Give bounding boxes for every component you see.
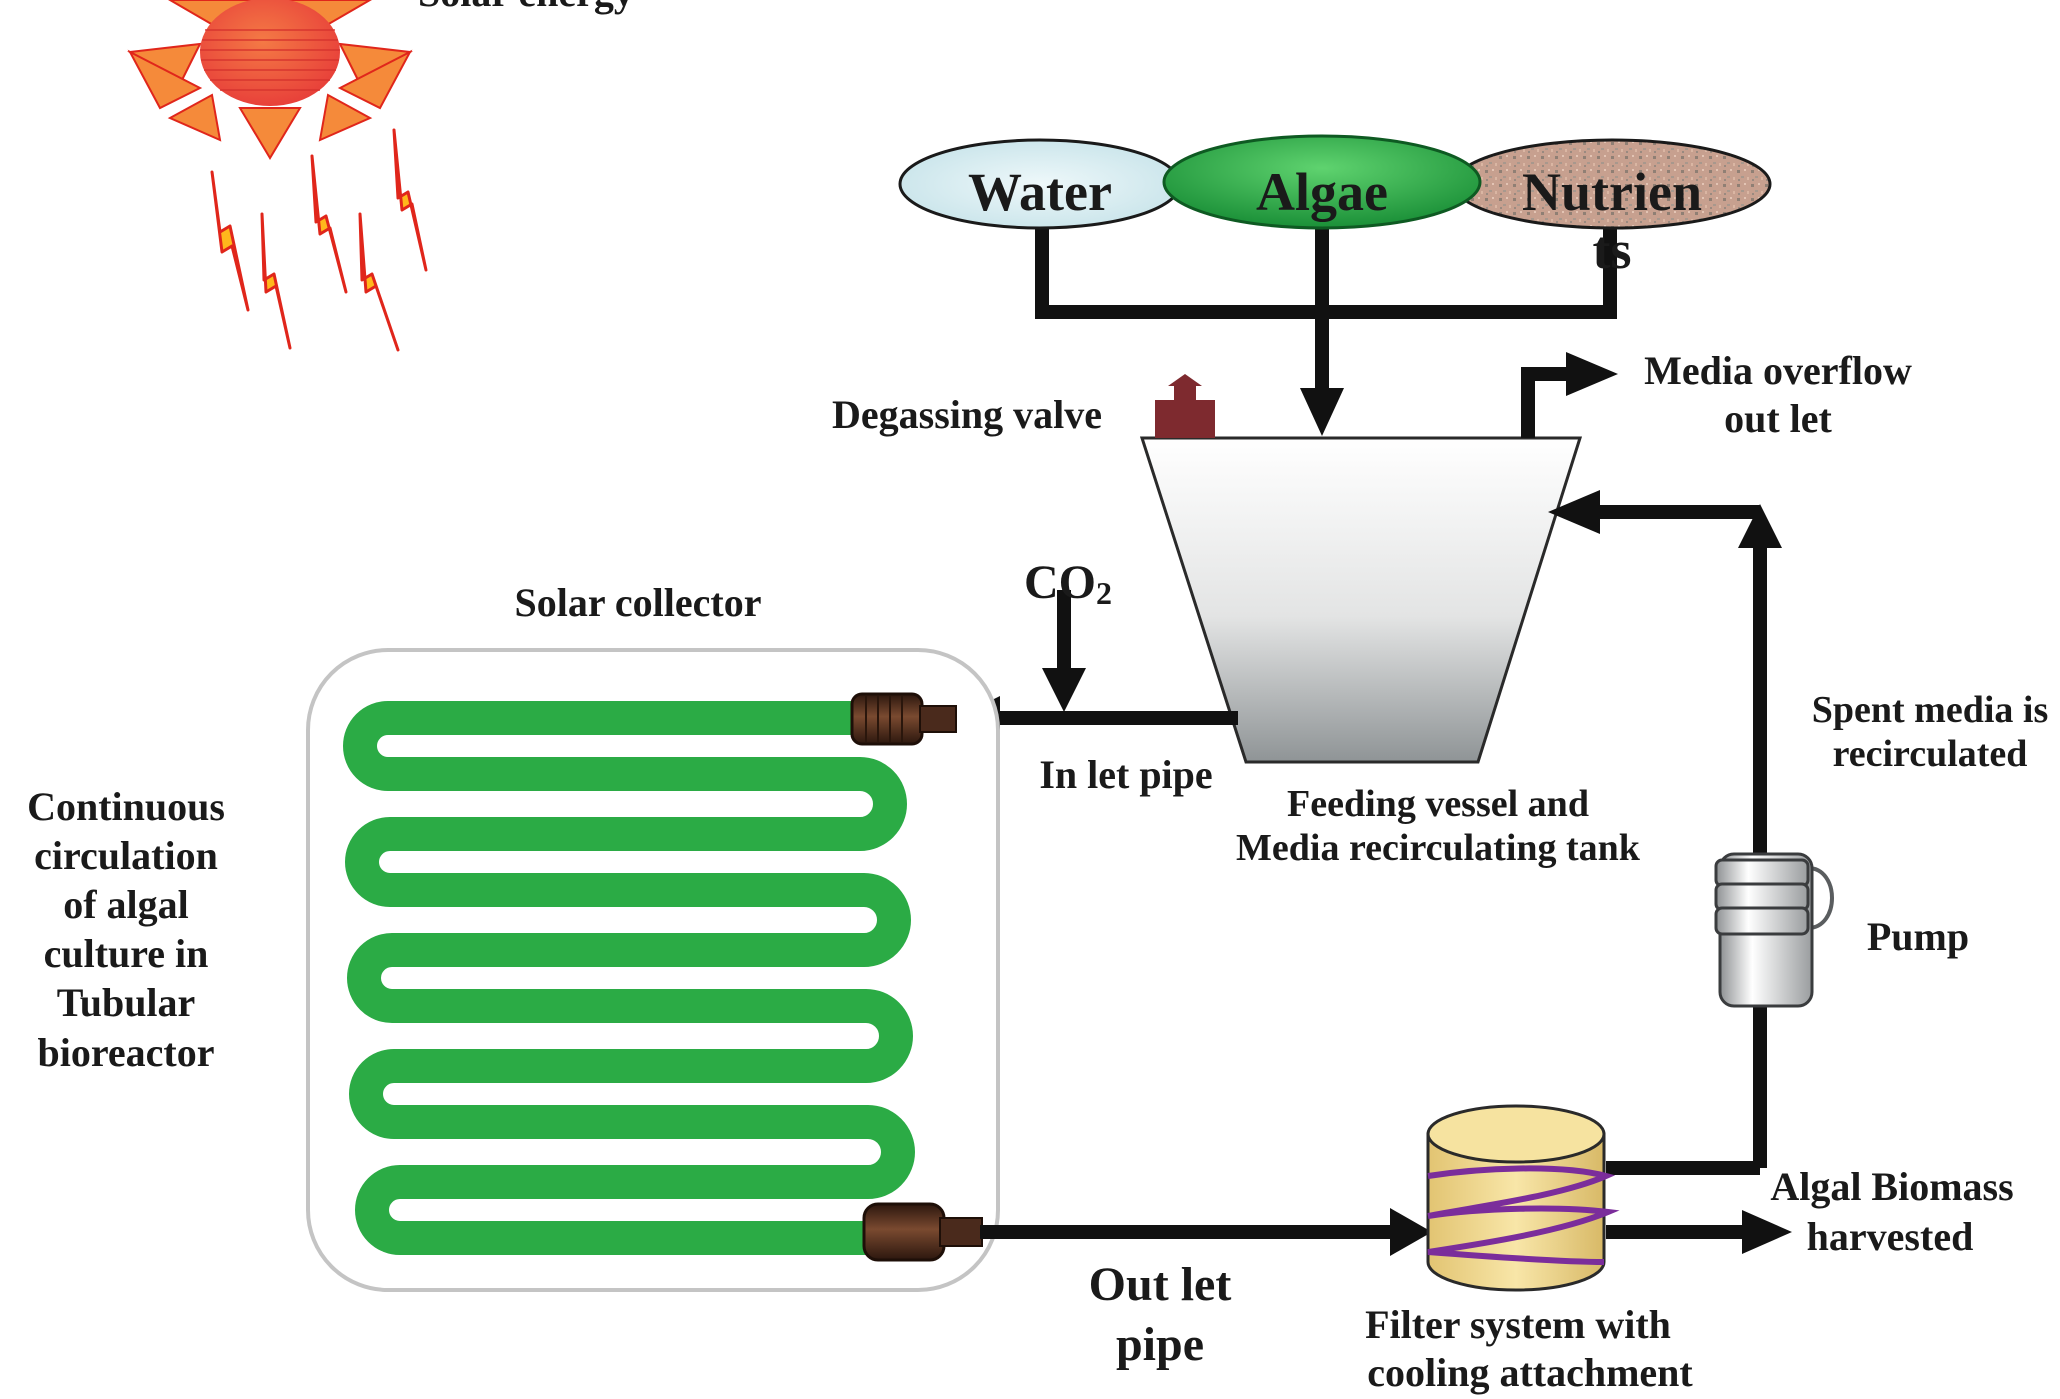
feeding-vessel-label-line1: Feeding vessel and: [1287, 783, 1589, 825]
nutrients-label-line2: ts: [1593, 220, 1632, 280]
pump-icon: [1714, 852, 1834, 1008]
filter-system-icon: [1426, 1104, 1620, 1292]
co2-label: CO2: [1024, 556, 1112, 611]
pump-label: Pump: [1867, 914, 1969, 959]
arrow-right-icon: [1742, 1210, 1792, 1254]
cooling-coil-icon: [1427, 1165, 1620, 1265]
algal-biomass-label-line1: Algal Biomass: [1770, 1164, 2013, 1209]
out-let-pipe-label-line2: pipe: [1116, 1318, 1204, 1371]
lightning-bolt-icon: [392, 128, 428, 272]
continuous-label-line6: bioreactor: [38, 1030, 215, 1075]
spent-media-label-line2: recirculated: [1833, 733, 2028, 775]
outlet-coupler-icon: [862, 1202, 983, 1262]
degassing-valve-icon: [1155, 374, 1215, 438]
arrow-right-icon: [1566, 352, 1618, 396]
continuous-label-line2: circulation: [34, 833, 218, 878]
tubular-bioreactor-coil: [343, 701, 915, 1255]
lightning-bolt-icon: [358, 212, 400, 352]
media-overflow-label-line1: Media overflow: [1644, 348, 1912, 393]
algae-reservoir: [1162, 134, 1482, 230]
algal-biomass-label-line2: harvested: [1807, 1214, 1974, 1259]
lightning-bolt-icon: [210, 170, 250, 312]
sunlight-rays: [210, 128, 428, 352]
in-let-pipe-label: In let pipe: [1039, 752, 1212, 797]
out-let-pipe-label-line1: Out let: [1089, 1258, 1232, 1311]
feeding-vessel-tank: [1139, 436, 1583, 764]
arrow-down-icon: [1300, 388, 1344, 436]
solar-energy-label: Solar energy: [418, 0, 634, 15]
continuous-label-line1: Continuous: [27, 784, 225, 829]
lightning-bolt-icon: [260, 212, 292, 350]
continuous-label-line4: culture in: [44, 931, 209, 976]
media-overflow-label-line2: out let: [1724, 396, 1832, 441]
algae-label: Algae: [1256, 162, 1388, 222]
arrow-up-icon: [1738, 504, 1782, 548]
continuous-circulation-label: Continuous circulation of algal culture …: [27, 784, 225, 1075]
water-label: Water: [968, 162, 1112, 222]
continuous-label-line3: of algal: [63, 882, 189, 927]
continuous-label-line5: Tubular: [57, 980, 196, 1025]
degassing-valve-label: Degassing valve: [832, 392, 1102, 437]
filter-system-label-line2: cooling attachment: [1367, 1350, 1693, 1395]
arrow-left-icon: [1548, 490, 1600, 534]
feeding-vessel-label-line2: Media recirculating tank: [1236, 827, 1641, 869]
inlet-coupler-icon: [850, 692, 957, 746]
sun-icon: [127, 0, 413, 160]
solar-collector-label: Solar collector: [515, 580, 762, 625]
nutrients-label-line1: Nutrien: [1522, 162, 1702, 222]
filter-system-label-line1: Filter system with: [1365, 1302, 1671, 1347]
spent-media-label-line1: Spent media is: [1812, 689, 2048, 731]
lightning-bolt-icon: [310, 154, 348, 294]
arrow-down-icon: [1042, 668, 1086, 712]
arrow-right-icon: [1390, 1208, 1432, 1256]
